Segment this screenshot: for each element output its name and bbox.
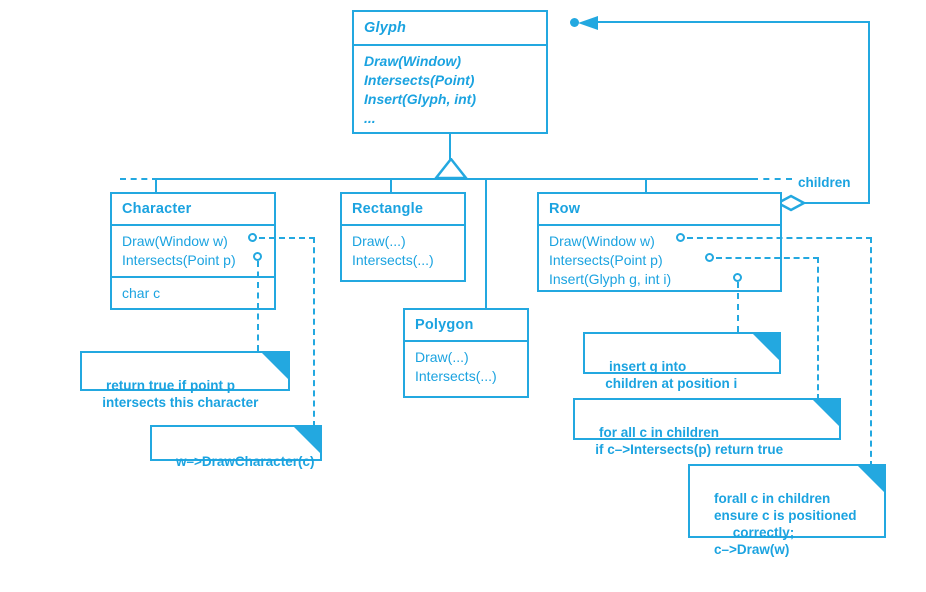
generalization-triangle <box>434 158 468 180</box>
link-character-draw-h <box>259 237 315 239</box>
aggregation-line-top <box>596 21 870 23</box>
pseudocode-anchor-character-intersects <box>253 252 262 261</box>
pseudocode-anchor-row-draw <box>676 233 685 242</box>
note-row-insert[interactable]: insert g into children at position i <box>583 332 781 391</box>
operation-row: Insert(Glyph g, int i) <box>549 271 672 287</box>
operation-row: Intersects(Point p) <box>549 252 663 268</box>
class-box-row[interactable]: Row Draw(Window w) Intersects(Point p) I… <box>537 192 782 292</box>
aggregation-arrowhead <box>578 15 598 30</box>
class-box-rectangle[interactable]: Rectangle Draw(...) Intersects(...) <box>340 192 466 282</box>
operation-row: Insert(Glyph, int) <box>364 91 476 107</box>
operation-row: Intersects(Point) <box>364 72 475 88</box>
class-operations-polygon: Draw(...) Intersects(...) <box>405 342 527 392</box>
association-label-children: children <box>798 175 851 190</box>
note-text: return true if point p intersects this c… <box>102 378 259 410</box>
link-row-draw-v <box>870 237 872 467</box>
operation-row: Intersects(...) <box>352 252 434 268</box>
attribute-row: char c <box>122 285 161 301</box>
aggregation-line-right <box>868 21 870 203</box>
class-title-polygon: Polygon <box>405 310 527 342</box>
pseudocode-anchor-character-draw <box>248 233 257 242</box>
aggregation-line-bottom <box>800 202 870 204</box>
class-box-glyph[interactable]: Glyph Draw(Window) Intersects(Point) Ins… <box>352 10 548 134</box>
note-fold-corner <box>753 334 779 360</box>
class-title-glyph: Glyph <box>354 12 546 46</box>
class-operations-character: Draw(Window w) Intersects(Point p) <box>112 226 274 276</box>
class-box-polygon[interactable]: Polygon Draw(...) Intersects(...) <box>403 308 529 398</box>
note-text: insert g into children at position i <box>605 359 738 391</box>
note-fold-corner <box>294 427 320 453</box>
note-character-draw[interactable]: w–>DrawCharacter(c) <box>150 425 322 469</box>
class-title-character: Character <box>112 194 274 226</box>
link-character-draw-v <box>313 237 315 427</box>
generalization-drop-row <box>645 178 647 194</box>
class-attributes-character: char c <box>112 276 274 309</box>
class-title-row: Row <box>539 194 780 226</box>
aggregation-source-dot <box>570 18 579 27</box>
generalization-drop-character <box>155 178 157 194</box>
class-title-rectangle: Rectangle <box>342 194 464 226</box>
note-text: for all c in children if c–>Intersects(p… <box>595 425 784 457</box>
operation-row: Intersects(...) <box>415 368 497 384</box>
note-text: w–>DrawCharacter(c) <box>176 454 315 469</box>
note-fold-corner <box>858 466 884 492</box>
operation-row: ... <box>364 110 376 126</box>
note-fold-corner <box>813 400 839 426</box>
note-row-draw[interactable]: forall c in children ensure c is positio… <box>688 464 886 557</box>
pseudocode-anchor-row-intersects <box>705 253 714 262</box>
generalization-drop-polygon <box>485 178 487 310</box>
uml-class-diagram-canvas: Glyph Draw(Window) Intersects(Point) Ins… <box>80 10 886 557</box>
link-row-insert-v <box>737 282 739 332</box>
note-character-intersects[interactable]: return true if point p intersects this c… <box>80 351 290 410</box>
note-text: forall c in children ensure c is positio… <box>714 491 857 557</box>
class-box-character[interactable]: Character Draw(Window w) Intersects(Poin… <box>110 192 276 310</box>
generalization-bus <box>155 178 755 180</box>
class-operations-row: Draw(Window w) Intersects(Point p) Inser… <box>539 226 780 295</box>
operation-row: Draw(...) <box>415 349 469 365</box>
operation-row: Draw(Window) <box>364 53 462 69</box>
operation-row: Intersects(Point p) <box>122 252 236 268</box>
link-row-intersects-v <box>817 257 819 400</box>
operation-row: Draw(Window w) <box>549 233 655 249</box>
note-fold-corner <box>262 353 288 379</box>
note-row-intersects[interactable]: for all c in children if c–>Intersects(p… <box>573 398 841 457</box>
class-operations-glyph: Draw(Window) Intersects(Point) Insert(Gl… <box>354 46 546 134</box>
operation-row: Draw(Window w) <box>122 233 228 249</box>
generalization-bus-dash-left <box>120 178 158 180</box>
generalization-drop-rectangle <box>390 178 392 194</box>
generalization-stem <box>449 134 451 160</box>
link-character-intersects-v <box>257 261 259 351</box>
link-row-draw-h <box>687 237 872 239</box>
generalization-bus-dash-right <box>752 178 792 180</box>
operation-row: Draw(...) <box>352 233 406 249</box>
class-operations-rectangle: Draw(...) Intersects(...) <box>342 226 464 276</box>
aggregation-diamond <box>777 194 805 212</box>
link-row-intersects-h <box>716 257 819 259</box>
pseudocode-anchor-row-insert <box>733 273 742 282</box>
